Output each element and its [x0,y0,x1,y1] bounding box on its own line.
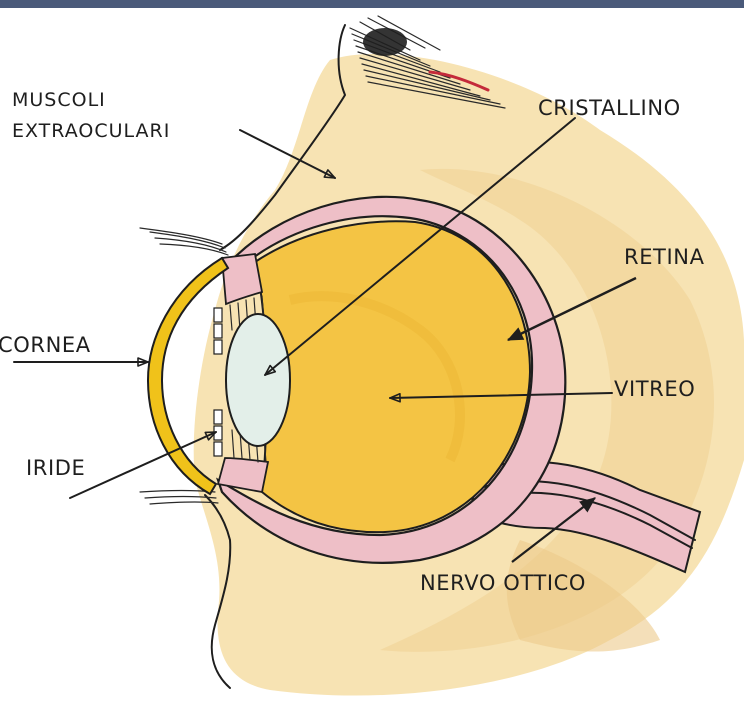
header-bar [0,0,744,8]
label-extraoculari: EXTRAOCULARI [12,120,170,142]
label-nervo-ottico: NERVO OTTICO [420,571,586,595]
label-muscoli: MUSCOLI [12,89,106,111]
upper-eyelashes [140,228,228,255]
label-vitreo: VITREO [614,377,695,401]
label-cornea: CORNEA [0,333,91,357]
label-retina: RETINA [624,245,705,269]
lens [226,314,290,446]
label-iride: IRIDE [26,456,85,480]
label-cristallino: CRISTALLINO [538,96,681,120]
